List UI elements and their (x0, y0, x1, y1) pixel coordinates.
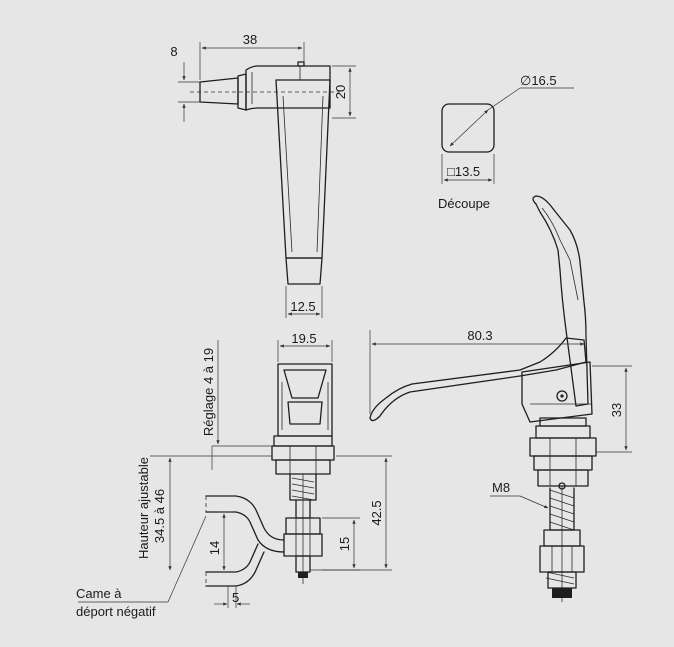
cutout-diagram: ∅16.5 □13.5 Découpe (438, 73, 574, 211)
dim-15: 15 (322, 517, 360, 571)
handle-top-view (190, 61, 340, 285)
thread-label: M8 (492, 480, 510, 495)
dim-8: 8 (170, 44, 200, 122)
adjust-label: Réglage 4 à 19 (201, 348, 216, 436)
cam-label-2: déport négatif (76, 604, 156, 619)
cutout-caption: Découpe (438, 196, 490, 211)
dim-14: 14 (207, 511, 232, 571)
dim-80-3: 80.3 (369, 328, 587, 414)
cutout-diameter-label: ∅16.5 (520, 73, 557, 88)
dim-12-5-label: 12.5 (290, 299, 315, 314)
dim-5-label: 5 (232, 590, 239, 605)
dim-42-5: 42.5 (310, 455, 392, 571)
adjust-height-range: 34.5 à 46 (152, 489, 167, 543)
dim-5: 5 (214, 586, 250, 608)
cutout-square-label: □13.5 (447, 164, 480, 179)
assembly-front-view (205, 363, 335, 587)
cam-label-1: Came à (76, 586, 122, 601)
dim-80-3-label: 80.3 (467, 328, 492, 343)
dim-20-label: 20 (333, 85, 348, 99)
lever-side-view (369, 195, 597, 602)
dim-19-5: 19.5 (277, 331, 333, 362)
cam-callout: Came à déport négatif (76, 515, 207, 619)
dim-adjust: Réglage 4 à 19 (201, 340, 272, 470)
dim-14-label: 14 (207, 541, 222, 555)
dim-8-label: 8 (170, 44, 177, 59)
dim-19-5-label: 19.5 (291, 331, 316, 346)
dim-20: 20 (332, 65, 356, 119)
dim-33-label: 33 (609, 403, 624, 417)
dim-38: 38 (199, 32, 305, 80)
dim-33: 33 (592, 365, 632, 453)
thread-callout: M8 (490, 480, 549, 509)
dim-42-5-label: 42.5 (369, 500, 384, 525)
dim-38-label: 38 (243, 32, 257, 47)
adjust-height-label: Hauteur ajustable (136, 457, 151, 559)
dim-12-5: 12.5 (285, 286, 323, 318)
dim-adjust-height: Hauteur ajustable 34.5 à 46 (136, 455, 272, 571)
dim-15-label: 15 (337, 537, 352, 551)
